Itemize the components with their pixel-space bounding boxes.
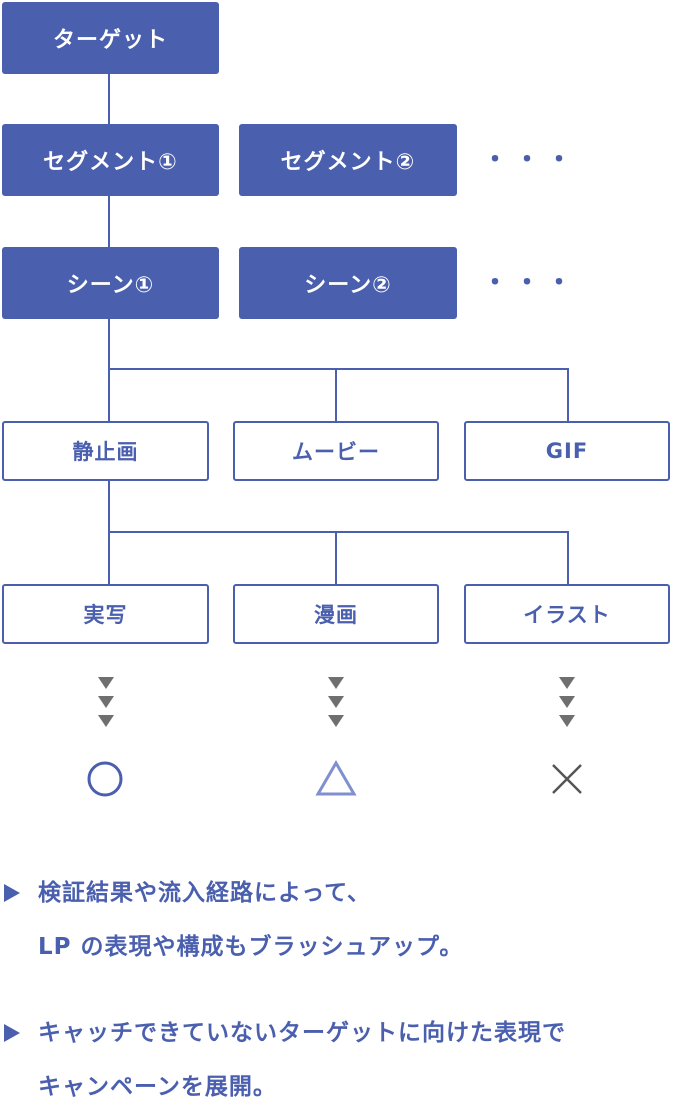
down-arrow-icon bbox=[559, 715, 575, 727]
note-1-line-1: 検証結果や流入経路によって、 bbox=[38, 880, 372, 906]
segment-ellipsis: ・・・ bbox=[482, 145, 579, 175]
circle-icon bbox=[87, 761, 123, 797]
note-1: 検証結果や流入経路によって、 LP の表現や構成もブラッシュアップ。 bbox=[4, 862, 674, 972]
connector-style-drop-3 bbox=[567, 531, 569, 584]
down-arrow-icon bbox=[328, 696, 344, 708]
connector-scene-trunk bbox=[108, 319, 110, 369]
target-node: ターゲット bbox=[2, 2, 219, 74]
connector-style-drop-1 bbox=[108, 531, 110, 584]
note-1-text: 検証結果や流入経路によって、 LP の表現や構成もブラッシュアップ。 bbox=[38, 866, 463, 974]
segment-node-1: セグメント① bbox=[2, 124, 219, 196]
connector-media-bar bbox=[108, 368, 569, 370]
style-node-illustration: イラスト bbox=[464, 584, 670, 644]
note-2: キャッチできていないターゲットに向けた表現で キャンペーンを展開。 bbox=[4, 1002, 674, 1102]
media-node-gif: GIF bbox=[464, 421, 670, 481]
scene-node-2: シーン② bbox=[239, 247, 457, 319]
style-node-photo: 実写 bbox=[2, 584, 209, 644]
down-arrow-icon bbox=[98, 677, 114, 689]
down-arrow-icon bbox=[328, 715, 344, 727]
note-2-text: キャッチできていないターゲットに向けた表現で キャンペーンを展開。 bbox=[38, 1006, 566, 1114]
connector-still-trunk bbox=[108, 481, 110, 532]
bullet-triangle-icon bbox=[4, 884, 20, 902]
arrow-stack-2 bbox=[325, 677, 347, 734]
style-node-manga: 漫画 bbox=[233, 584, 439, 644]
media-node-movie: ムービー bbox=[233, 421, 439, 481]
connector-segment-scene bbox=[108, 196, 110, 247]
connector-style-drop-2 bbox=[335, 531, 337, 584]
arrow-stack-1 bbox=[95, 677, 117, 734]
connector-media-drop-1 bbox=[108, 368, 110, 421]
cross-icon bbox=[552, 764, 582, 794]
bullet-triangle-icon bbox=[4, 1024, 20, 1042]
connector-style-bar bbox=[108, 531, 569, 533]
connector-media-drop-2 bbox=[335, 368, 337, 421]
segment-node-2: セグメント② bbox=[239, 124, 457, 196]
scene-ellipsis: ・・・ bbox=[482, 268, 579, 298]
down-arrow-icon bbox=[328, 677, 344, 689]
scene-node-1: シーン① bbox=[2, 247, 219, 319]
down-arrow-icon bbox=[98, 715, 114, 727]
down-arrow-icon bbox=[559, 677, 575, 689]
connector-media-drop-3 bbox=[567, 368, 569, 421]
connector-target-segment bbox=[108, 74, 110, 124]
down-arrow-icon bbox=[559, 696, 575, 708]
triangle-icon bbox=[315, 760, 357, 796]
note-2-line-2: キャンペーンを展開。 bbox=[38, 1074, 277, 1100]
arrow-stack-3 bbox=[556, 677, 578, 734]
note-2-line-1: キャッチできていないターゲットに向けた表現で bbox=[38, 1020, 566, 1046]
media-node-still: 静止画 bbox=[2, 421, 209, 481]
note-1-line-2: LP の表現や構成もブラッシュアップ。 bbox=[38, 934, 464, 960]
down-arrow-icon bbox=[98, 696, 114, 708]
